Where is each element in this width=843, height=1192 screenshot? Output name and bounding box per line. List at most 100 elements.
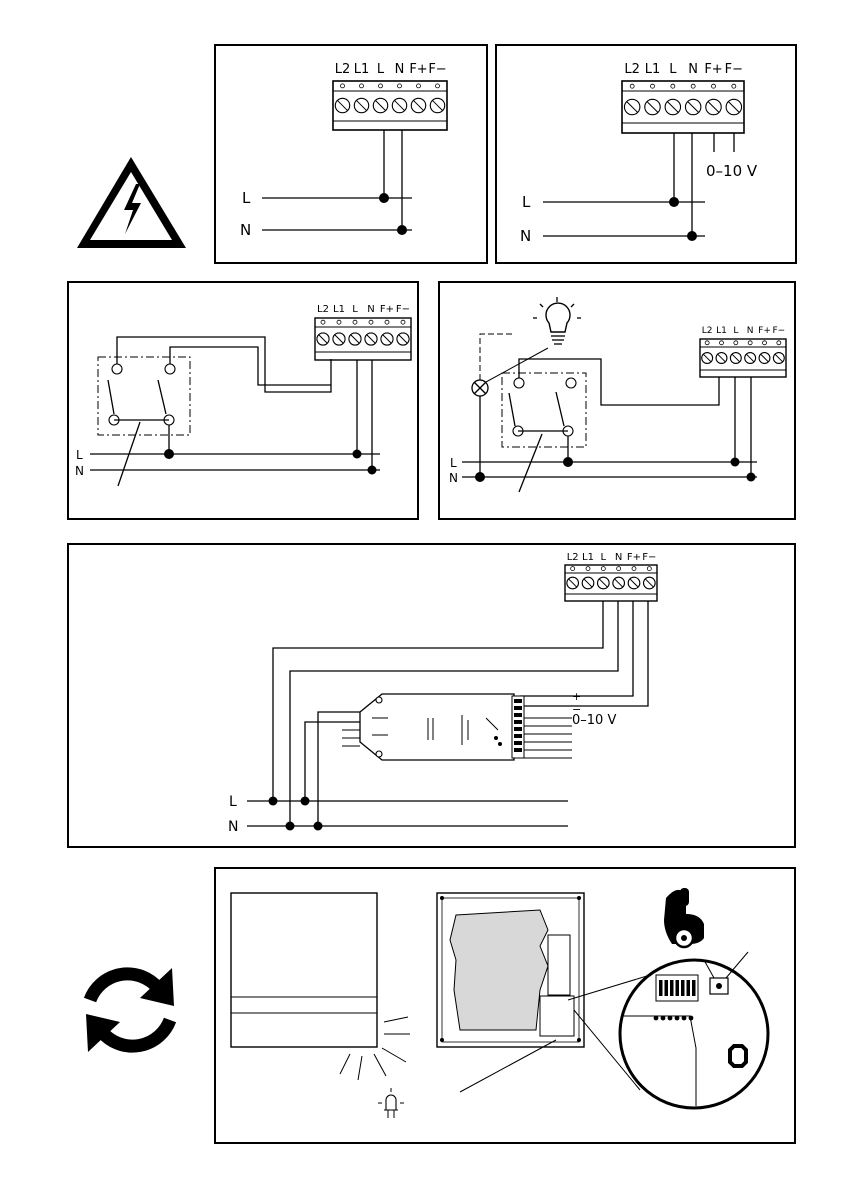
terminal-label: N [615,552,622,563]
terminal-label: F+ [627,552,641,563]
led-indicator-icon [378,1088,404,1118]
ballast-pin [514,727,522,731]
ballast-pin [514,741,522,745]
terminal-pin [321,320,325,324]
line-label-l: L [522,193,531,211]
terminal-pin [436,84,440,88]
terminal-label: F− [725,62,743,77]
terminal-labels: L2L1LNF+F− [567,552,657,563]
terminal-label: L2 [702,326,713,336]
terminal-labels: L2L1LNF+F− [335,62,447,77]
ballast-plus-label: + [572,690,581,703]
terminal-block: L2 L1 LN F+F− [622,62,744,133]
diagram-device-reset [215,868,795,1143]
light-bulb-icon [533,297,581,344]
terminal-label: F− [396,304,410,315]
terminal-label: L2 [624,62,640,77]
reset-sync-icon [86,968,174,1052]
board-led [675,1016,680,1021]
terminal-block: L2L1LNF+F− [315,304,411,360]
dip-switch [665,980,669,996]
terminal-label: N [747,326,754,336]
terminal-label: F+ [704,62,722,77]
terminal-pin [417,84,421,88]
terminal-label: F+ [409,62,427,77]
terminal-label: L1 [645,62,661,77]
terminal-pin [341,84,345,88]
dip-switch [659,980,663,996]
terminal-pin [647,567,651,571]
terminal-pin [337,320,341,324]
terminal-label: F+ [758,326,771,336]
dip-switch [687,980,691,996]
line-label-l: L [76,448,83,462]
board-led [654,1016,659,1021]
line-label-n: N [228,819,238,835]
terminal-pin [571,567,575,571]
device-back-housing [437,893,584,1092]
diagram-two-way-switch: L2L1LNF+F− L N [68,282,418,519]
ballast-pin [514,734,522,738]
finger-press-icon [664,888,704,947]
device-front-cover [231,893,410,1080]
terminal-pin [630,84,634,88]
terminal-pin [369,320,373,324]
terminal-pin [748,341,752,345]
dip-switch [681,980,685,996]
terminal-label: L1 [716,326,727,336]
terminal-pin [712,84,716,88]
terminal-pin [398,84,402,88]
diagram-ballast-0-10v: L2L1LNF+F− [68,544,795,847]
terminal-pin [379,84,383,88]
terminal-label: N [688,62,698,77]
terminal-pin [617,567,621,571]
board-led [661,1016,666,1021]
dip-switch [676,980,680,996]
terminal-pin [401,320,405,324]
ballast-pin [514,748,522,752]
terminal-label: L1 [333,304,345,315]
terminal-pin [671,84,675,88]
line-label-n: N [520,227,531,245]
terminal-pin [385,320,389,324]
terminal-label: F− [642,552,656,563]
terminal-pin [651,84,655,88]
line-label-n: N [240,221,251,239]
signal-label: 0–10 V [706,162,758,180]
terminal-label: L1 [354,62,370,77]
terminal-pin [632,567,636,571]
lamp-symbol-icon [472,380,488,396]
terminal-label: F− [428,62,446,77]
terminal-label: L1 [582,552,594,563]
terminal-pin [360,84,364,88]
terminal-label: L [352,304,358,315]
terminal-pin [601,567,605,571]
terminal-pin [734,341,738,345]
ballast-pin [514,699,522,703]
terminal-pin [353,320,357,324]
terminal-label: L [601,552,607,563]
board-led [668,1016,673,1021]
line-label-n: N [449,471,458,485]
terminal-pin [691,84,695,88]
terminal-pin [777,341,781,345]
ballast-pin [514,713,522,717]
high-voltage-warning-icon [77,157,186,248]
terminal-pin [732,84,736,88]
terminal-pin [720,341,724,345]
terminal-pin [586,567,590,571]
terminal-label: L2 [335,62,351,77]
ballast-pin [514,706,522,710]
dip-switch [670,980,674,996]
terminal-pin [705,341,709,345]
terminal-label: L [669,62,677,77]
ballast-pin [514,720,522,724]
line-label-l: L [450,456,457,470]
zoom-detail [568,952,768,1108]
